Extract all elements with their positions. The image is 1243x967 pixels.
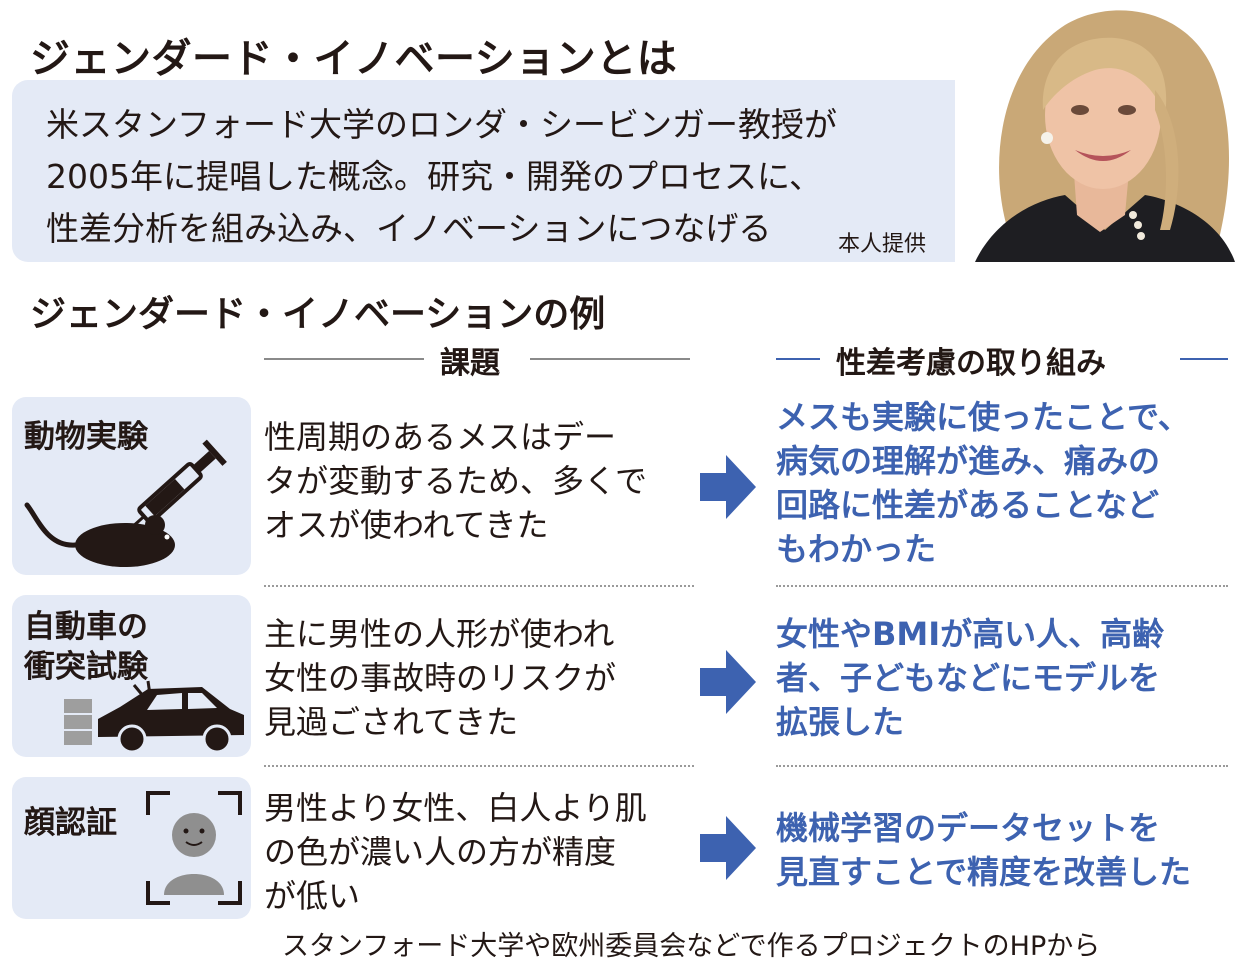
solution-line: 機械学習のデータセットを: [776, 809, 1161, 847]
solution-line: 病気の理解が進み、痛みの: [776, 442, 1161, 480]
solution-header-rule-right: [1180, 358, 1228, 360]
face-scan-icon: [146, 791, 242, 905]
definition-line: 2005年に提唱した概念。研究・開発のプロセスに、: [46, 157, 822, 196]
row-divider: [776, 765, 1228, 767]
issue-line: タが変動するため、多くで: [264, 462, 648, 500]
mouse-syringe-icon: [24, 439, 227, 567]
solution-line: 拡張した: [776, 703, 905, 741]
solution-header-rule-left: [776, 358, 820, 360]
definition-line: 性差分析を組み込み、イノベーションにつなげる: [46, 209, 772, 248]
arrow-right-icon: [700, 455, 756, 519]
issue-line: オスが使われてきた: [264, 506, 549, 544]
arrow-right-icon: [700, 650, 756, 714]
row-divider: [776, 585, 1228, 587]
issue-line: の色が濃い人の方が精度: [264, 833, 617, 871]
category-box-car: 自動車の 衝突試験: [12, 595, 251, 757]
solution-line: メスも実験に使ったことで、: [776, 398, 1190, 436]
solution-header: 性差考慮の取り組み: [836, 346, 1106, 381]
solution-line: 回路に性差があることなど: [776, 486, 1160, 524]
issue-line: 女性の事故時のリスクが: [264, 659, 617, 697]
solution-line: もわかった: [776, 530, 937, 568]
category-label: 自動車の: [24, 609, 148, 645]
issue-header-rule-right: [530, 358, 690, 360]
definition-box: 米スタンフォード大学のロンダ・シービンガー教授が 2005年に提唱した概念。研究…: [12, 80, 1072, 262]
category-box-face: 顔認証: [12, 777, 251, 919]
issue-line: 性周期のあるメスはデー: [264, 418, 617, 456]
category-label: 衝突試験: [24, 649, 148, 685]
category-label: 顔認証: [24, 805, 117, 841]
category-box-animal: 動物実験: [12, 397, 251, 575]
issue-line: 男性より女性、白人より肌: [264, 789, 647, 827]
issue-header-rule-left: [264, 358, 424, 360]
portrait-photo: [955, 0, 1243, 262]
issue-line: 見過ごされてきた: [264, 703, 519, 741]
photo-credit: 本人提供: [838, 232, 927, 257]
solution-line: 見直すことで精度を改善した: [776, 853, 1192, 891]
arrow-right-icon: [700, 816, 756, 880]
row-divider: [264, 585, 694, 587]
row-divider: [264, 765, 694, 767]
source-note: スタンフォード大学や欧州委員会などで作るプロジェクトのHPから: [282, 931, 1101, 962]
solution-line: 女性やBMIが高い人、高齢: [776, 615, 1165, 653]
solution-line: 者、子どもなどにモデルを: [776, 659, 1161, 697]
issue-line: 主に男性の人形が使われ: [264, 615, 615, 653]
page-title: ジェンダード・イノベーションとは: [30, 36, 678, 82]
car-crash-icon: [64, 680, 244, 754]
category-label: 動物実験: [24, 419, 148, 455]
issue-line: が低い: [264, 877, 361, 915]
examples-title: ジェンダード・イノベーションの例: [30, 294, 606, 335]
issue-header: 課題: [440, 346, 500, 381]
definition-line: 米スタンフォード大学のロンダ・シービンガー教授が: [46, 105, 838, 144]
